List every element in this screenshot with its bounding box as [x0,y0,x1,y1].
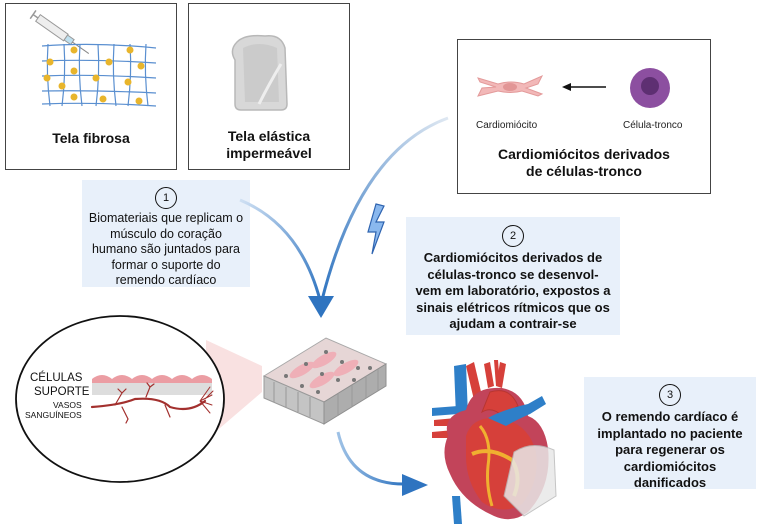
arrow-left-icon [562,83,606,91]
vessels-label-line-1: VASOS [53,400,82,410]
elastic-mesh-box: Tela elástica impermeável [188,3,350,170]
step-1-card: 1 Biomateriais que replicam o músculo do… [82,180,250,287]
mesh-dots [43,46,145,105]
fibrous-mesh-label: Tela fibrosa [52,130,130,146]
vessels-label: VASOS SANGUÍNEOS [25,400,82,420]
support-label: SUPORTE [34,386,90,398]
elastic-patch-illustration [231,34,288,111]
step-1-text: Biomateriais que replicam o músculo do c… [88,211,244,287]
fibrous-mesh-illustration [29,10,157,107]
stem-cell-label: Célula-tronco [623,120,683,131]
step-3-text: O remendo cardíaco é implantado no pacie… [597,409,743,490]
blood-vessels [90,382,214,424]
elastic-mesh-label: Tela elástica impermeável [226,128,312,161]
step-1-number: 1 [155,187,177,209]
mesh-grid [41,43,157,107]
syringe-icon [29,10,90,54]
arrow-head-right [402,474,428,496]
arrow-to-heart [336,431,405,486]
step-2-card: 2 Cardiomiócitos derivados de células-tr… [406,217,620,335]
cross-section-lens [15,315,225,483]
vessels-label-line-2: SANGUÍNEOS [25,409,82,420]
arrow-from-stem-cells [320,116,449,301]
step-2-number: 2 [502,225,524,247]
cells-label: CÉLULAS [30,372,83,384]
stem-cell-box-title: Cardiomiócitos derivados de células-tron… [498,146,670,179]
arrow-head-down [308,296,334,318]
stem-cell-box: Cardiomiócito Célula-tronco Cardiomiócit… [457,39,711,194]
cardiac-patch-scaffold [262,337,388,425]
step-2-text: Cardiomiócitos derivados de células-tron… [415,250,611,331]
cardiomyocyte-label: Cardiomiócito [476,120,538,131]
arrow-from-step-1 [239,198,322,301]
step-3-number: 3 [659,384,681,406]
fibrous-mesh-box: Tela fibrosa [5,3,177,170]
cardiomyocyte-illustration [477,74,544,97]
stem-cell-illustration [630,68,670,108]
lightning-icon [367,203,385,255]
step-3-card: 3 O remendo cardíaco é implantado no pac… [584,377,756,490]
heart-illustration [432,360,557,524]
